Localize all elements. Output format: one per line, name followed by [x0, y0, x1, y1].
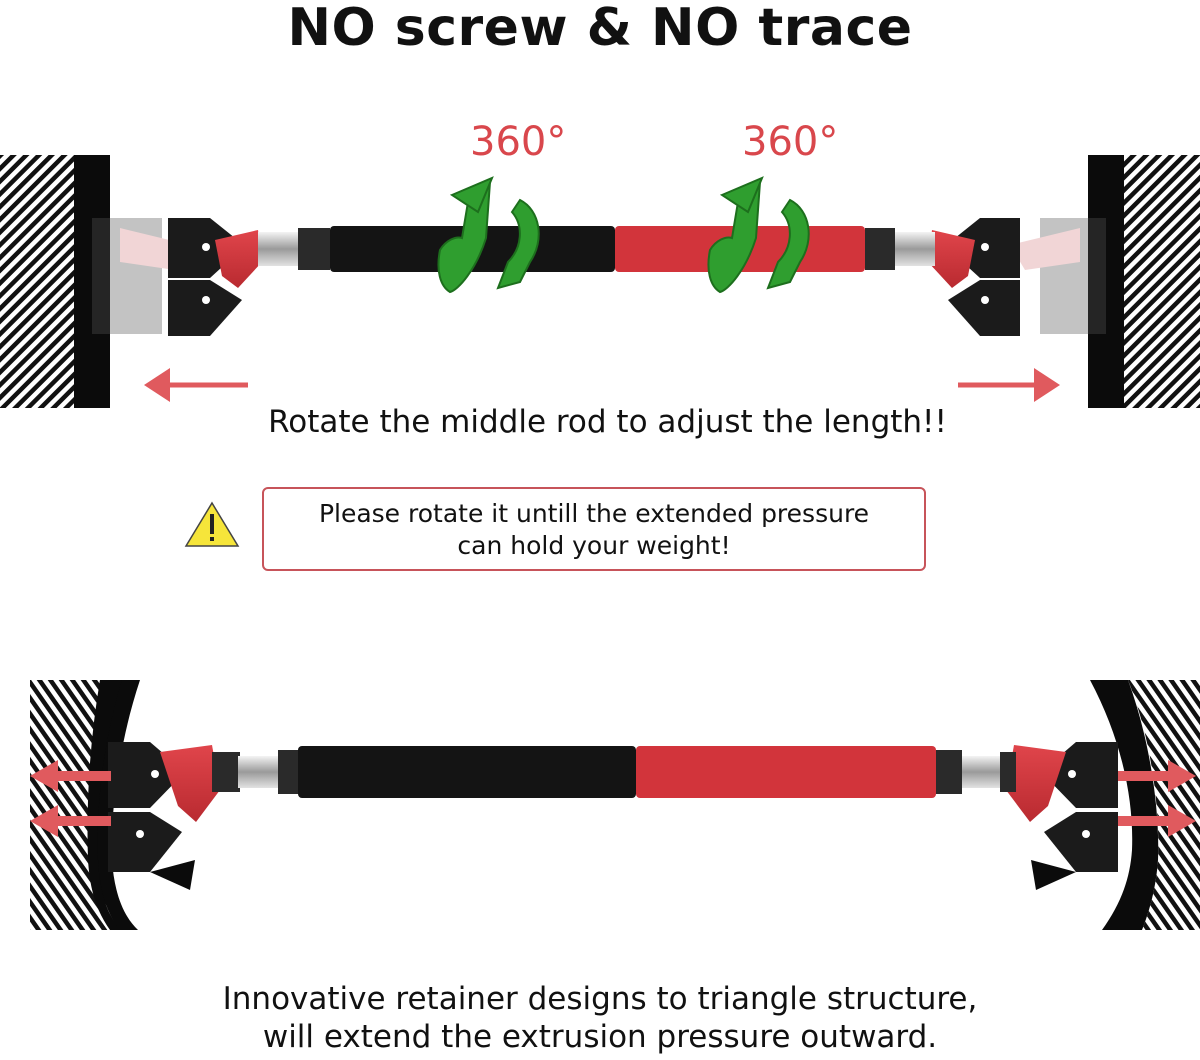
warning-line-2: can hold your weight!	[457, 531, 731, 560]
caption-line-2: will extend the extrusion pressure outwa…	[262, 1019, 938, 1055]
warning-box: Please rotate it untill the extended pre…	[262, 487, 926, 571]
top-pull-up-bar	[258, 226, 935, 272]
warning-icon	[184, 501, 240, 547]
bottom-left-bracket	[108, 742, 220, 890]
page-title: NO screw & NO trace	[287, 0, 913, 58]
top-left-bracket	[168, 218, 262, 336]
top-right-wall	[1088, 155, 1200, 408]
extend-left-arrow-icon	[144, 368, 248, 402]
instruction-text: Rotate the middle rod to adjust the leng…	[268, 404, 947, 440]
caption: Innovative retainer designs to triangle …	[0, 980, 1200, 1056]
warning-line-1: Please rotate it untill the extended pre…	[318, 499, 870, 528]
top-right-ghost-bracket	[1010, 218, 1106, 334]
extend-right-arrow-icon	[958, 368, 1060, 402]
rotation-label-right: 360°	[742, 119, 839, 165]
pressure-arrow-left-upper-icon	[30, 760, 111, 792]
bottom-right-bracket	[1006, 742, 1118, 890]
rotation-label-left: 360°	[470, 119, 567, 165]
bottom-pull-up-bar	[212, 746, 1016, 798]
pressure-arrow-right-upper-icon	[1118, 760, 1196, 792]
top-right-bracket	[928, 218, 1020, 336]
pressure-arrow-left-lower-icon	[30, 805, 111, 837]
left-rotation-arrow-icon	[437, 176, 540, 294]
pressure-arrow-right-lower-icon	[1118, 805, 1196, 837]
caption-line-1: Innovative retainer designs to triangle …	[222, 981, 978, 1017]
right-rotation-arrow-icon	[707, 176, 810, 294]
bottom-right-wall	[1090, 680, 1200, 930]
bottom-left-wall	[30, 680, 140, 930]
top-left-wall	[0, 155, 110, 408]
